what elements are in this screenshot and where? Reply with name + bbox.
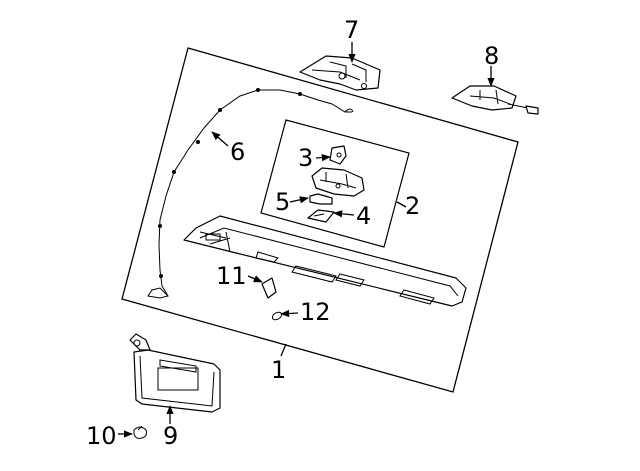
label-8: 8 bbox=[484, 42, 499, 70]
label-12: 12 bbox=[300, 298, 331, 326]
label-11: 11 bbox=[216, 262, 247, 290]
label-5: 5 bbox=[275, 188, 290, 216]
label-1: 1 bbox=[271, 356, 286, 384]
visor-clip bbox=[133, 425, 147, 439]
label-4: 4 bbox=[356, 202, 371, 230]
console-bracket bbox=[451, 85, 539, 115]
label-7: 7 bbox=[344, 16, 359, 44]
leader-lines bbox=[118, 42, 495, 438]
label-10: 10 bbox=[86, 422, 117, 450]
overhead-bracket bbox=[299, 55, 381, 91]
label-6: 6 bbox=[230, 138, 245, 166]
trim-piece bbox=[261, 277, 277, 299]
lamp-housing bbox=[311, 167, 365, 197]
overhead-rail bbox=[183, 215, 467, 307]
label-9: 9 bbox=[163, 422, 178, 450]
wiring-harness bbox=[147, 88, 354, 299]
label-3: 3 bbox=[298, 144, 313, 172]
sun-visor bbox=[129, 333, 221, 413]
label-2: 2 bbox=[405, 192, 420, 220]
small-clip bbox=[309, 193, 333, 205]
